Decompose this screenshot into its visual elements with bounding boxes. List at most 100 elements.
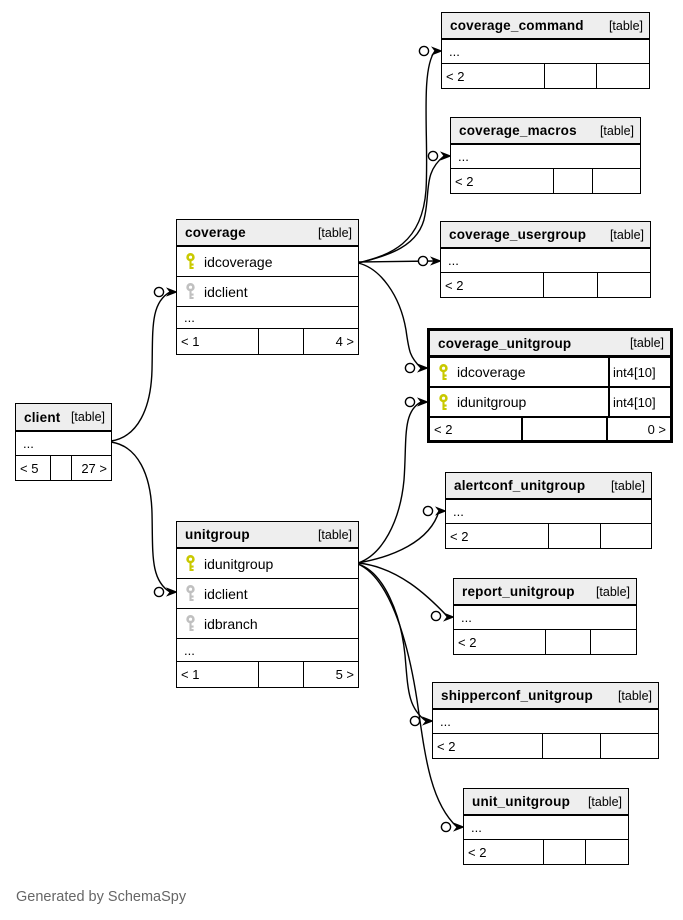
- column-row: idclient: [177, 277, 358, 307]
- table-name: alertconf_unitgroup: [454, 478, 586, 493]
- footer-mid-cell: [259, 329, 304, 354]
- table-node-shipperconf_unitgroup[interactable]: shipperconf_unitgroup [table] ... < 2: [432, 682, 659, 759]
- parents-indicator: < 1: [177, 662, 259, 687]
- parents-indicator: < 2: [451, 169, 554, 193]
- footer-mid-cell: [543, 734, 601, 758]
- table-header: coverage_macros [table]: [451, 118, 640, 145]
- table-node-coverage[interactable]: coverage [table] idcoverage idclient ...…: [176, 219, 359, 355]
- table-node-unitgroup[interactable]: unitgroup [table] idunitgroup idclient i…: [176, 521, 359, 688]
- generator-credit: Generated by SchemaSpy: [16, 889, 187, 905]
- table-node-client[interactable]: client [table] ... < 5 27 >: [15, 403, 112, 481]
- parents-indicator: < 1: [177, 329, 259, 354]
- children-indicator: 5 >: [335, 667, 354, 682]
- table-name: client: [24, 409, 61, 425]
- table-name: coverage_unitgroup: [438, 335, 572, 351]
- table-footer: < 2: [441, 273, 650, 297]
- foreign-key-icon: [185, 615, 196, 632]
- table-node-coverage_unitgroup[interactable]: coverage_unitgroup [table] idcoverage in…: [427, 328, 673, 443]
- column-type: int4[10]: [608, 388, 670, 416]
- parents-indicator: < 2: [433, 734, 543, 758]
- table-footer: < 2: [446, 524, 651, 548]
- table-footer: < 2: [464, 840, 628, 864]
- table-footer: < 1 4 >: [177, 329, 358, 354]
- table-name: unit_unitgroup: [472, 794, 571, 809]
- table-name: coverage_command: [450, 18, 584, 33]
- children-indicator: 0 >: [647, 421, 666, 437]
- table-type-tag: [table]: [70, 410, 105, 424]
- table-footer: < 1 5 >: [177, 662, 358, 687]
- table-name: report_unitgroup: [462, 584, 575, 599]
- table-type-tag: [table]: [317, 527, 352, 542]
- more-columns-row: ...: [441, 249, 650, 273]
- footer-mid-cell: [549, 524, 601, 548]
- table-type-tag: [table]: [587, 794, 622, 809]
- more-columns-row: ...: [464, 816, 628, 840]
- table-name: shipperconf_unitgroup: [441, 688, 593, 703]
- table-type-tag: [table]: [609, 227, 644, 242]
- table-header: shipperconf_unitgroup [table]: [433, 683, 658, 710]
- table-footer: < 2: [451, 169, 640, 193]
- column-name: idcoverage: [457, 364, 526, 380]
- table-header: unitgroup [table]: [177, 522, 358, 549]
- column-row: idunitgroup: [177, 549, 358, 579]
- column-name: idbranch: [204, 615, 258, 632]
- children-indicator: [598, 273, 650, 297]
- column-type: int4[10]: [608, 358, 670, 386]
- more-columns-row: ...: [177, 307, 358, 329]
- children-indicator: [593, 169, 640, 193]
- footer-mid-cell: [554, 169, 593, 193]
- table-type-tag: [table]: [610, 478, 645, 493]
- table-type-tag: [table]: [608, 18, 643, 33]
- table-type-tag: [table]: [317, 225, 352, 240]
- parents-indicator: < 2: [464, 840, 544, 864]
- table-header: coverage_usergroup [table]: [441, 222, 650, 249]
- edge-client-coverage: [110, 286, 178, 442]
- table-type-tag: [table]: [599, 123, 634, 138]
- more-columns-row: ...: [16, 432, 111, 456]
- table-footer: < 2: [442, 64, 649, 88]
- column-name: idcoverage: [204, 253, 273, 270]
- table-footer: < 5 27 >: [16, 456, 111, 480]
- edge-unitgroup-coverage_unitgroup: [357, 396, 429, 564]
- children-indicator: [597, 64, 649, 88]
- table-node-report_unitgroup[interactable]: report_unitgroup [table] ... < 2: [453, 578, 637, 655]
- table-name: coverage: [185, 225, 246, 240]
- parents-indicator: < 2: [442, 64, 545, 88]
- table-header: coverage_command [table]: [442, 13, 649, 40]
- children-indicator: [601, 524, 651, 548]
- children-indicator: 4 >: [335, 334, 354, 349]
- more-columns-row: ...: [177, 639, 358, 662]
- table-footer: < 2: [433, 734, 658, 758]
- edge-coverage-coverage_usergroup: [357, 255, 442, 267]
- table-node-coverage_macros[interactable]: coverage_macros [table] ... < 2: [450, 117, 641, 194]
- table-node-unit_unitgroup[interactable]: unit_unitgroup [table] ... < 2: [463, 788, 629, 865]
- parents-indicator: < 2: [446, 524, 549, 548]
- column-row: idunitgroup int4[10]: [430, 388, 670, 418]
- edge-client-unitgroup: [110, 441, 178, 598]
- table-header: coverage [table]: [177, 220, 358, 247]
- parents-indicator: < 5: [16, 456, 51, 480]
- column-name: idclient: [204, 283, 248, 300]
- table-node-coverage_usergroup[interactable]: coverage_usergroup [table] ... < 2: [440, 221, 651, 298]
- footer-mid-cell: [546, 630, 591, 654]
- edge-unitgroup-shipperconf_unitgroup: [357, 563, 434, 727]
- table-type-tag: [table]: [617, 688, 652, 703]
- primary-key-icon: [438, 393, 449, 411]
- table-name: coverage_usergroup: [449, 227, 587, 242]
- primary-key-icon: [185, 555, 196, 572]
- table-node-alertconf_unitgroup[interactable]: alertconf_unitgroup [table] ... < 2: [445, 472, 652, 549]
- column-name: idunitgroup: [457, 394, 527, 410]
- children-indicator: 27 >: [81, 460, 107, 476]
- footer-mid-cell: [544, 273, 598, 297]
- children-indicator: [601, 734, 658, 758]
- table-name: unitgroup: [185, 527, 250, 542]
- table-node-coverage_command[interactable]: coverage_command [table] ... < 2: [441, 12, 650, 89]
- table-header: client [table]: [16, 404, 111, 432]
- children-indicator: [591, 630, 636, 654]
- footer-mid-cell: [544, 840, 586, 864]
- edge-unitgroup-alertconf_unitgroup: [357, 505, 447, 564]
- more-columns-row: ...: [454, 606, 636, 630]
- footer-mid-cell: [545, 64, 597, 88]
- parents-indicator: < 2: [454, 630, 546, 654]
